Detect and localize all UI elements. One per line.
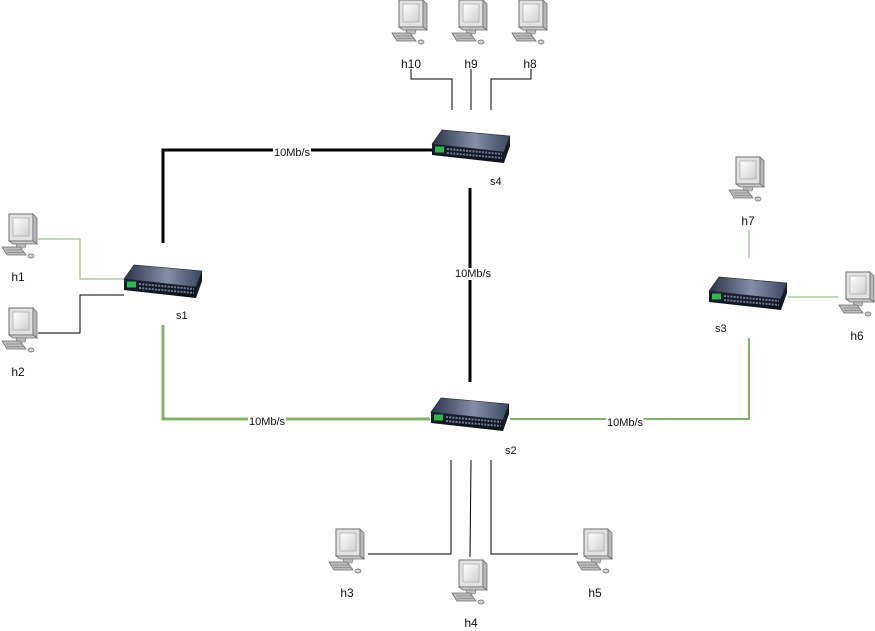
host-h7-icon[interactable]: [728, 156, 765, 202]
host-h8-label: h8: [523, 57, 537, 71]
host-h3-label: h3: [340, 586, 354, 600]
link-s1-s4-label: 10Mb/s: [272, 147, 312, 159]
link-h4-s2: [469, 459, 472, 558]
switch-s4-icon[interactable]: [431, 129, 511, 164]
switch-s2-label: s2: [505, 445, 517, 457]
link-s2-s3-label: 10Mb/s: [605, 417, 645, 429]
switch-s1-label: s1: [176, 310, 188, 322]
link-s1-s4: [161, 148, 432, 243]
host-h2-label: h2: [11, 365, 25, 379]
switch-s3-icon[interactable]: [708, 276, 788, 311]
link-s4-s2-label: 10Mb/s: [453, 268, 493, 280]
link-h5-s2: [490, 460, 578, 555]
host-h3-icon[interactable]: [328, 528, 365, 574]
host-h1-label: h1: [11, 270, 25, 284]
switch-s3-label: s3: [715, 323, 727, 335]
link-h3-s2: [368, 460, 452, 555]
switch-s4-label: s4: [490, 176, 502, 188]
host-h4-icon[interactable]: [451, 559, 488, 605]
host-h5-label: h5: [588, 586, 602, 600]
host-h2-icon[interactable]: [1, 307, 38, 353]
host-h9-icon[interactable]: [451, 0, 488, 45]
host-h8-icon[interactable]: [511, 0, 548, 45]
link-h2-s1: [38, 294, 124, 334]
host-h4-label: h4: [464, 616, 478, 630]
switch-s2-icon[interactable]: [430, 397, 510, 432]
switch-s1-icon[interactable]: [123, 264, 203, 299]
host-h10-label: h10: [400, 57, 422, 71]
link-s1-s2-label: 10Mb/s: [247, 416, 287, 428]
link-s1-s2: [161, 325, 430, 421]
link-h8-s4: [490, 69, 532, 110]
host-h5-icon[interactable]: [576, 528, 613, 574]
host-h7-label: h7: [741, 214, 755, 228]
link-h1-s1: [38, 238, 124, 280]
host-h9-label: h9: [464, 57, 478, 71]
host-h6-icon[interactable]: [838, 271, 875, 317]
host-h10-icon[interactable]: [391, 0, 428, 45]
link-s2-s3: [510, 338, 750, 420]
link-h10-s4: [410, 69, 453, 110]
host-h1-icon[interactable]: [1, 213, 38, 259]
host-h6-label: h6: [850, 329, 864, 343]
